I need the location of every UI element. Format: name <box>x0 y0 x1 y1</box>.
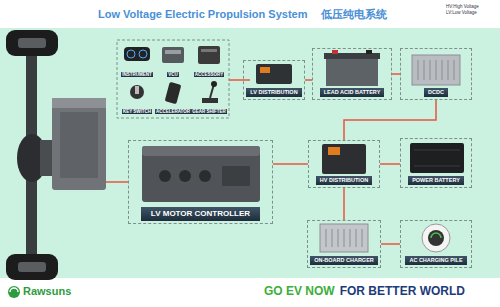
motor <box>52 98 106 190</box>
component-label: LV DISTRIBUTION <box>246 88 301 97</box>
motor-body <box>60 112 98 178</box>
tire <box>6 30 58 56</box>
component-label: DCDC <box>424 88 448 97</box>
instrument-icon <box>124 47 150 61</box>
component-label: LEAD ACID BATTERY <box>320 88 385 97</box>
component-label: ACCESSORY <box>194 72 224 77</box>
fins <box>418 60 454 80</box>
logo-mark <box>8 286 20 298</box>
component-label: ON-BOARD CHARGER <box>310 256 378 265</box>
component-box: ON-BOARD CHARGER <box>307 220 381 268</box>
slogan: FOR BETTER WORLD <box>340 285 465 299</box>
controller-lid <box>142 146 260 156</box>
slogan: GO EV NOW <box>264 285 335 299</box>
vcu-icon <box>162 47 184 63</box>
title-chinese: 低压纯电系统 <box>321 8 387 21</box>
component-item: GEAR SHIFTER <box>190 80 228 115</box>
component-label: INSTRUMENT <box>121 72 153 77</box>
terminal <box>179 170 191 182</box>
charger-icon <box>320 224 368 252</box>
vcu-strip <box>165 50 181 54</box>
component-label: HV DISTRIBUTION <box>316 176 372 185</box>
terminal <box>159 170 171 182</box>
component-box: AC CHARGING PILE <box>400 220 472 268</box>
hv-distribution-icon <box>322 144 366 174</box>
connector <box>344 100 436 140</box>
gauge <box>127 50 135 58</box>
battery-edges <box>414 150 460 166</box>
group-frame <box>117 40 229 118</box>
component-item: INSTRUMENT <box>120 43 154 78</box>
component-item: ACCELERATOR <box>154 80 193 115</box>
component-label: KEY SWITCH <box>122 109 152 114</box>
connector <box>305 79 312 81</box>
component-label: VCU <box>167 72 179 77</box>
logo-text: Rawsuns <box>23 285 71 298</box>
gauge <box>139 50 147 58</box>
controller-icon <box>142 146 260 202</box>
fuse <box>260 67 270 73</box>
accessory-icon <box>198 46 220 64</box>
component-box: LEAD ACID BATTERY <box>312 48 392 100</box>
wire <box>229 79 250 81</box>
title: Low Voltage Electric Propulsion System <box>98 8 307 21</box>
plate <box>222 166 250 186</box>
terminal <box>199 170 211 182</box>
fins <box>326 229 362 247</box>
key-switch-icon <box>130 85 144 99</box>
component-label: GEAR SHIFTER <box>191 109 227 114</box>
connector <box>273 163 308 165</box>
pile-screen <box>428 230 444 246</box>
power-battery-icon <box>410 143 464 173</box>
component-box: LV MOTOR CONTROLLER <box>128 140 273 224</box>
component-label: AC CHARGING PILE <box>405 256 466 265</box>
component-item: VCU <box>156 43 190 78</box>
terminal <box>332 50 338 54</box>
connector <box>328 147 340 155</box>
terminal <box>366 50 372 54</box>
pedal-icon <box>165 82 182 104</box>
connector <box>381 243 400 245</box>
component-item: KEY SWITCH <box>120 80 154 115</box>
battery-icon <box>326 56 378 86</box>
key <box>135 86 139 94</box>
charging-pile-icon <box>422 224 450 252</box>
pile-light <box>431 233 441 238</box>
component-box: DCDC <box>400 48 472 100</box>
connector <box>343 188 345 220</box>
logo <box>8 286 20 298</box>
hub <box>18 38 46 48</box>
shifter-knob <box>211 81 217 87</box>
connector <box>392 73 400 75</box>
lv-distribution-icon <box>256 64 292 84</box>
component-box: HV DISTRIBUTION <box>308 140 380 188</box>
hub <box>18 262 46 272</box>
component-label: POWER BATTERY <box>408 176 464 185</box>
connector <box>380 163 400 165</box>
shifter-base <box>202 98 218 103</box>
component-item: ACCESSORY <box>192 43 226 78</box>
gearbox <box>40 140 54 176</box>
component-box: POWER BATTERY <box>400 138 472 188</box>
legend-note: LV:Low Voltage <box>446 10 477 15</box>
device-pictures <box>142 50 464 252</box>
tire <box>6 254 58 280</box>
ground-panel <box>0 28 500 278</box>
drive-axle <box>6 30 106 280</box>
motor-cap <box>52 98 106 108</box>
component-label: ACCELERATOR <box>155 109 191 114</box>
wire <box>106 181 128 183</box>
legend-note: HV:High Voltage <box>446 4 479 9</box>
accessory-strip <box>201 49 217 52</box>
logo-swirl <box>10 288 18 292</box>
dcdc-icon <box>412 55 460 85</box>
component-label: LV MOTOR CONTROLLER <box>141 207 260 221</box>
component-box: LV DISTRIBUTION <box>243 60 305 100</box>
